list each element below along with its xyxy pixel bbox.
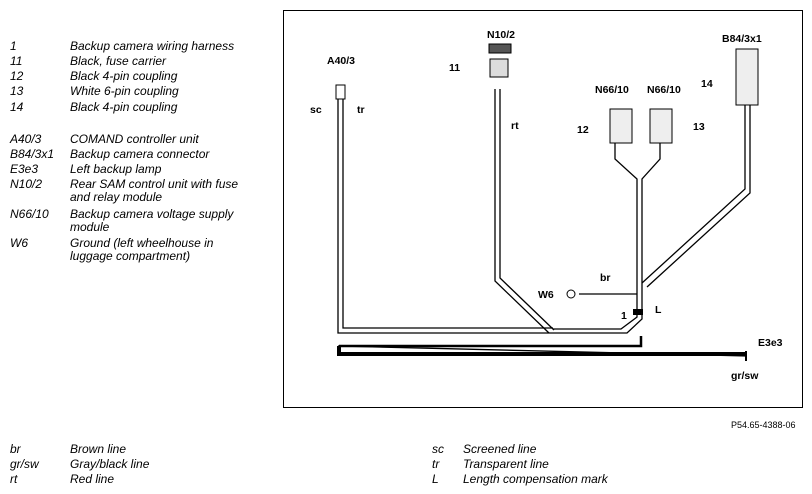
wire-code-desc: Gray/black line — [70, 457, 150, 471]
label-n66b: N66/10 — [647, 84, 681, 96]
label-grsw: gr/sw — [731, 370, 759, 382]
legend-key: N10/2 — [10, 177, 43, 191]
wire-b84-2 — [646, 105, 751, 288]
wire-n102-rt-2 — [499, 89, 555, 331]
label-sc: sc — [310, 104, 322, 116]
label-n102: N10/2 — [487, 29, 515, 41]
label-13: 13 — [693, 121, 705, 133]
legend-desc-continued: and relay module — [70, 190, 163, 204]
label-14: 14 — [701, 78, 713, 90]
legend-desc: Black, fuse carrier — [70, 54, 167, 68]
label-12: 12 — [577, 124, 589, 136]
wire-a40-tr — [342, 97, 553, 329]
legend-key: 1 — [10, 39, 17, 53]
legend-desc: Backup camera wiring harness — [70, 39, 235, 53]
length-mark — [633, 309, 643, 315]
legend-key: N66/10 — [10, 207, 49, 221]
wire-n66-left — [614, 142, 638, 301]
legend-desc: COMAND controller unit — [70, 132, 199, 146]
legend-key: 13 — [10, 84, 24, 98]
legend-key: 11 — [10, 54, 23, 68]
n66-connector-13 — [649, 108, 673, 144]
wire-bundle-2 — [553, 301, 643, 334]
legend-desc: Rear SAM control unit with fuse — [70, 177, 239, 191]
wiring-diagram-frame: A40/3 sc tr N10/2 11 rt N66/10 N66/10 12… — [283, 10, 803, 408]
label-a40: A40/3 — [327, 55, 355, 67]
legend-desc: Backup camera connector — [70, 147, 210, 161]
legend-desc: White 6-pin coupling — [70, 84, 179, 98]
label-n66a: N66/10 — [595, 84, 629, 96]
n102-connector — [488, 43, 512, 54]
wire-code-key: tr — [432, 457, 440, 471]
wire-code-desc: Red line — [70, 472, 115, 486]
wire-b84 — [641, 105, 746, 284]
figure-number: P54.65-4388-06 — [731, 420, 796, 430]
label-w6: W6 — [538, 289, 554, 301]
legend-desc: Black 4-pin coupling — [70, 69, 178, 83]
wire-code-desc: Transparent line — [463, 457, 549, 471]
label-b84: B84/3x1 — [722, 33, 762, 45]
label-tr: tr — [357, 104, 365, 116]
legend-key: B84/3x1 — [10, 147, 55, 161]
wire-code-desc: Brown line — [70, 442, 127, 456]
wire-code-key: br — [10, 442, 21, 456]
main-bus — [337, 346, 746, 356]
n66-connector-12 — [609, 108, 633, 144]
wire-n102-rt — [494, 89, 550, 334]
fuse-carrier — [489, 58, 509, 78]
legend-desc: Ground (left wheelhouse in — [70, 236, 214, 250]
legend-desc-continued: module — [70, 220, 110, 234]
label-1: 1 — [621, 310, 627, 322]
label-e3e3: E3e3 — [758, 337, 783, 349]
wire-n66-right — [641, 142, 661, 301]
wire-code-desc: Length compensation mark — [463, 472, 608, 486]
a40-connector — [335, 84, 346, 100]
wiring-diagram: A40/3 sc tr N10/2 11 rt N66/10 N66/10 12… — [310, 29, 783, 382]
wire-code-key: rt — [10, 472, 18, 486]
legend-desc: Black 4-pin coupling — [70, 100, 178, 114]
wire-code-key: gr/sw — [10, 457, 39, 471]
legend-desc-continued: luggage compartment) — [70, 249, 191, 263]
wire-code-key: L — [432, 472, 439, 486]
label-11: 11 — [449, 62, 460, 74]
label-br: br — [600, 272, 611, 284]
legend-key: E3e3 — [10, 162, 39, 176]
legend-key: A40/3 — [10, 132, 42, 146]
wire-code-desc: Screened line — [463, 442, 537, 456]
main-bus-upper — [339, 336, 643, 348]
label-L: L — [655, 304, 662, 316]
legend-key: 14 — [10, 100, 24, 114]
legend-desc: Backup camera voltage supply — [70, 207, 234, 221]
legend-key: 12 — [10, 69, 24, 83]
wire-a40-sc — [337, 97, 553, 334]
w6-ground-eye — [566, 289, 576, 299]
b84-connector — [735, 48, 759, 106]
legend-key: W6 — [10, 236, 28, 250]
legend-desc: Left backup lamp — [70, 162, 162, 176]
label-rt: rt — [511, 120, 519, 132]
wire-code-key: sc — [432, 442, 444, 456]
